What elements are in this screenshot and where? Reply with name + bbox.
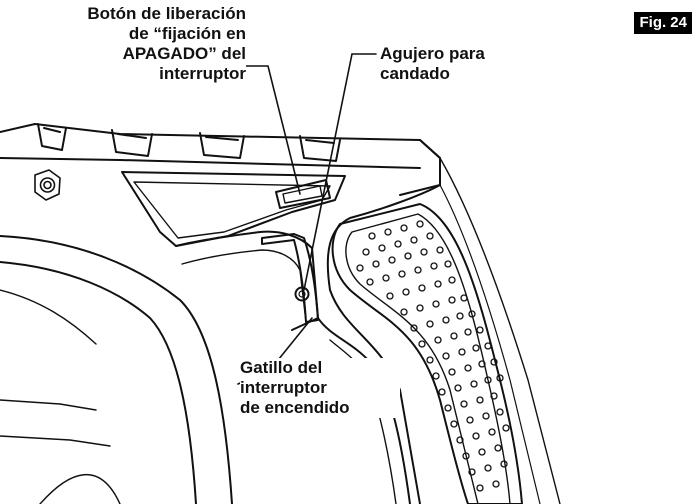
handle-rear-top xyxy=(399,139,441,196)
padlock-hole-shape xyxy=(294,286,310,302)
callout-release-button: Botón de liberación de “fijación en APAG… xyxy=(28,4,246,84)
grip-dots xyxy=(356,220,510,492)
release-button-shape xyxy=(275,179,331,209)
leader-padlock xyxy=(303,53,377,291)
screw-head xyxy=(34,169,61,201)
body-top-rail-inner xyxy=(0,157,421,169)
front-frame-bottom xyxy=(39,474,121,504)
right-edge xyxy=(439,157,561,504)
trigger-housing xyxy=(175,230,319,331)
grip-panel-inner xyxy=(345,213,511,504)
grip-panel-outer xyxy=(331,203,523,504)
front-frame-inner xyxy=(0,261,197,504)
grip-outline xyxy=(326,184,441,504)
front-frame-lower xyxy=(0,399,97,411)
side-panel xyxy=(121,171,346,247)
trigger-shape xyxy=(261,233,319,323)
front-frame-mid xyxy=(0,289,97,345)
callout-padlock-hole: Agujero para candado xyxy=(380,44,510,84)
top-ridges xyxy=(37,123,341,162)
callout-trigger: Gatillo del interruptor de encendido xyxy=(240,358,400,418)
trigger-housing-inner xyxy=(181,249,307,323)
right-edge-2 xyxy=(439,184,541,504)
front-frame-lower-2 xyxy=(0,435,111,447)
side-panel-inner xyxy=(133,181,331,239)
leader-release xyxy=(235,65,301,195)
front-frame-outer xyxy=(0,235,233,504)
figure-label: Fig. 24 xyxy=(634,12,692,34)
